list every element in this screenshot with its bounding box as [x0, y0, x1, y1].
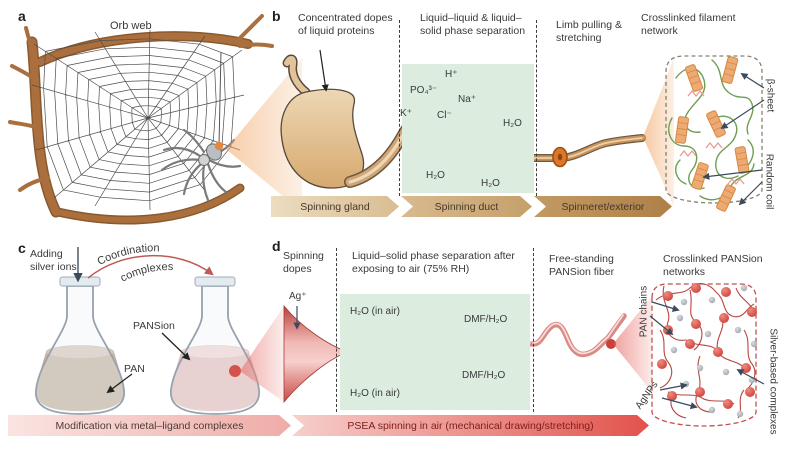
panel-c-label: c	[18, 240, 26, 256]
ion-h: H⁺	[445, 69, 458, 80]
pansion-label: PANSion	[133, 320, 175, 332]
beta-sheet-blocks	[674, 56, 750, 212]
dmf-top-label: DMF/H₂O	[464, 314, 508, 325]
flask-pan	[35, 276, 125, 415]
fiber-seed-dot	[229, 365, 241, 377]
pan-label: PAN	[124, 363, 145, 375]
pan-pointer-arrow	[106, 373, 133, 394]
h2o-label-right: H₂O	[503, 118, 522, 129]
orb-web-title: Orb web	[110, 20, 152, 32]
phase-separation-zone-b	[402, 64, 534, 193]
spinning-gland-shape	[280, 88, 365, 189]
spinneret-donut	[552, 146, 568, 168]
panel-d-label: d	[272, 238, 281, 254]
banner-spinning-gland: Spinning gland	[271, 196, 399, 217]
header-network-b: Crosslinked filament network	[641, 12, 736, 37]
dmf-bottom-label: DMF/H₂O	[462, 370, 506, 381]
header-dopes: Concentrated dopes of liquid proteins	[298, 12, 393, 37]
ion-cl: Cl⁻	[437, 110, 452, 121]
ag-ion-label: Ag⁺	[289, 291, 307, 302]
zoom-beam-c-to-d	[240, 306, 284, 402]
pan-chains-label: PAN chains	[638, 285, 650, 338]
header-phase-d: Liquid–solid phase separation after expo…	[352, 250, 515, 275]
panel-a-label: a	[18, 8, 26, 24]
crosslink-springs	[679, 89, 745, 186]
web-threads	[31, 29, 245, 211]
fiber-end-dot	[606, 339, 616, 349]
branches	[8, 14, 274, 223]
coordination-arrow	[87, 255, 214, 279]
h2o-label-bottom-left: H₂O	[426, 170, 445, 181]
ion-k: K⁺	[400, 108, 412, 119]
zoom-beam-b-network	[643, 58, 674, 207]
header-free-standing: Free-standing PANSion fiber	[549, 253, 615, 278]
h2o-air-top-label: H₂O (in air)	[350, 306, 400, 317]
d-network-label-arrows	[649, 301, 765, 410]
phase-separation-zone-d	[340, 294, 530, 410]
h2o-label-bottom-right: H₂O	[481, 178, 500, 189]
divider-d-2	[533, 248, 534, 412]
random-coil-label: Random coil	[763, 153, 775, 210]
spinning-dope-cone	[283, 304, 350, 404]
banner-spinneret-exterior: Spinneret/exterior	[534, 196, 672, 217]
coordination-label-line2: complexes	[119, 261, 174, 285]
panel-b-label: b	[272, 8, 281, 24]
banner-spinning-duct: Spinning duct	[401, 196, 532, 217]
flask-pansion	[170, 276, 260, 415]
divider-d-1	[336, 248, 337, 412]
silk-thread	[218, 51, 222, 147]
pansion-pointer-arrow	[161, 332, 191, 361]
beta-sheet-label: β-sheet	[764, 78, 776, 113]
zoom-beam-a-to-b	[226, 58, 302, 212]
header-limb: Limb pulling & stretching	[556, 19, 622, 44]
silver-complexes-label: Silver-based complexes	[767, 328, 779, 435]
spinneret-dot	[214, 141, 224, 151]
psea-spinning-illustration	[283, 283, 765, 427]
orb-web-illustration	[8, 14, 302, 225]
zoom-beam-d-network	[613, 296, 652, 392]
ion-na: Na⁺	[458, 94, 477, 105]
spider-web	[31, 29, 245, 211]
crosslinked-filament-network	[665, 55, 765, 212]
h2o-air-bottom-label: H₂O (in air)	[350, 388, 400, 399]
header-phase-b: Liquid–liquid & liquid–solid phase separ…	[420, 12, 526, 37]
ion-po4: PO₄³⁻	[410, 85, 438, 96]
agnp-red-balls	[657, 283, 757, 409]
header-spinning-dopes: Spinning dopes	[283, 250, 324, 275]
divider-b-1	[399, 20, 400, 196]
header-network-d: Crosslinked PANSion networks	[663, 253, 763, 278]
spider	[160, 128, 242, 202]
banner-psea-spinning: PSEA spinning in air (mechanical drawing…	[292, 415, 649, 436]
network-label-arrows	[702, 73, 765, 206]
silver-complex-gray-balls	[670, 284, 758, 418]
divider-b-2	[536, 20, 537, 196]
dopes-pointer-arrow	[319, 49, 329, 92]
adding-silver-ions-label: Adding silver ions	[30, 248, 77, 273]
banner-modification: Modification via metal–ligand complexes	[8, 415, 291, 436]
crosslinked-pansion-network	[649, 283, 765, 427]
